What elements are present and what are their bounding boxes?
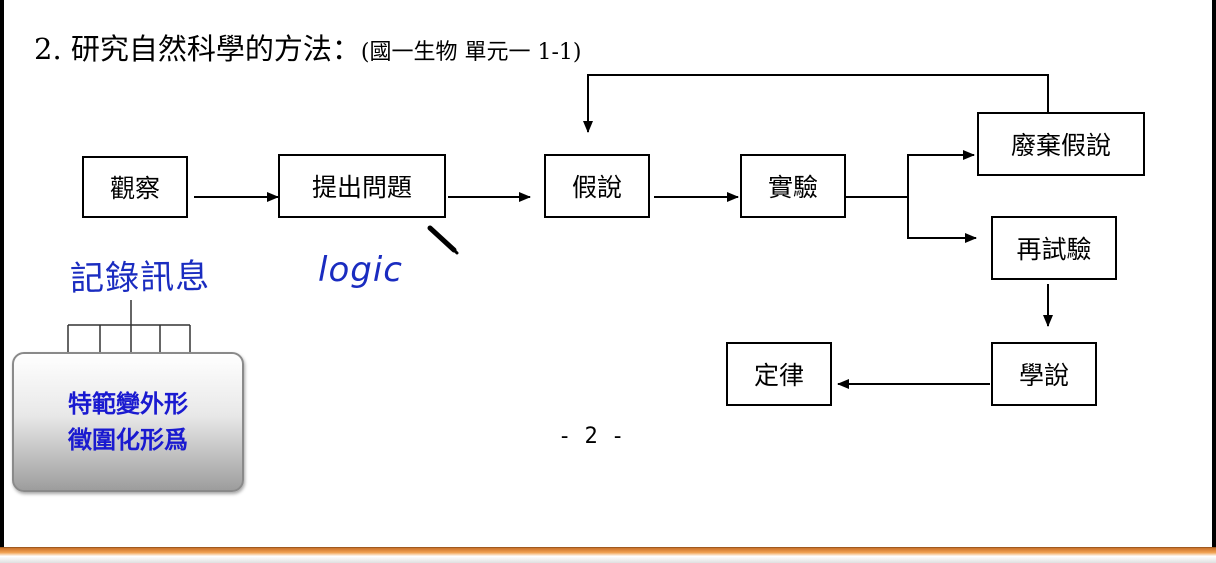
note-box: 特範變外形 徵圍化形爲 <box>12 352 244 492</box>
title-main: 2. 研究自然科學的方法： <box>34 32 361 66</box>
slide-title: 2. 研究自然科學的方法：(國一生物 單元一 1-1) <box>34 26 581 68</box>
slide-frame-left <box>0 0 4 548</box>
arrow-abandon-hypothesis <box>583 74 1049 133</box>
box-hypothesis: 假說 <box>544 154 650 218</box>
box-theory: 學說 <box>991 342 1097 406</box>
box-experiment: 實驗 <box>740 154 846 218</box>
box-question: 提出問題 <box>278 154 446 218</box>
note-line-2: 徵圍化形爲 <box>68 426 188 454</box>
slide-frame-right <box>1212 0 1216 548</box>
box-abandon-hypothesis: 廢棄假說 <box>977 112 1145 176</box>
handwritten-logic: logic <box>318 250 403 290</box>
handwritten-records: 記錄訊息 <box>69 256 211 300</box>
handwritten-bracket <box>67 300 191 352</box>
box-law: 定律 <box>726 342 832 406</box>
box-observe: 觀察 <box>82 156 188 218</box>
page-number: - 2 - <box>558 424 625 449</box>
bottom-bar <box>0 547 1216 563</box>
arrow-experiment-retry <box>907 197 977 243</box>
title-sub: (國一生物 單元一 1-1) <box>360 40 582 65</box>
arrow-experiment-branch <box>846 150 975 198</box>
pen-cursor-icon <box>427 225 459 255</box>
note-line-1: 特範變外形 <box>68 390 188 418</box>
box-retry: 再試驗 <box>991 216 1117 280</box>
